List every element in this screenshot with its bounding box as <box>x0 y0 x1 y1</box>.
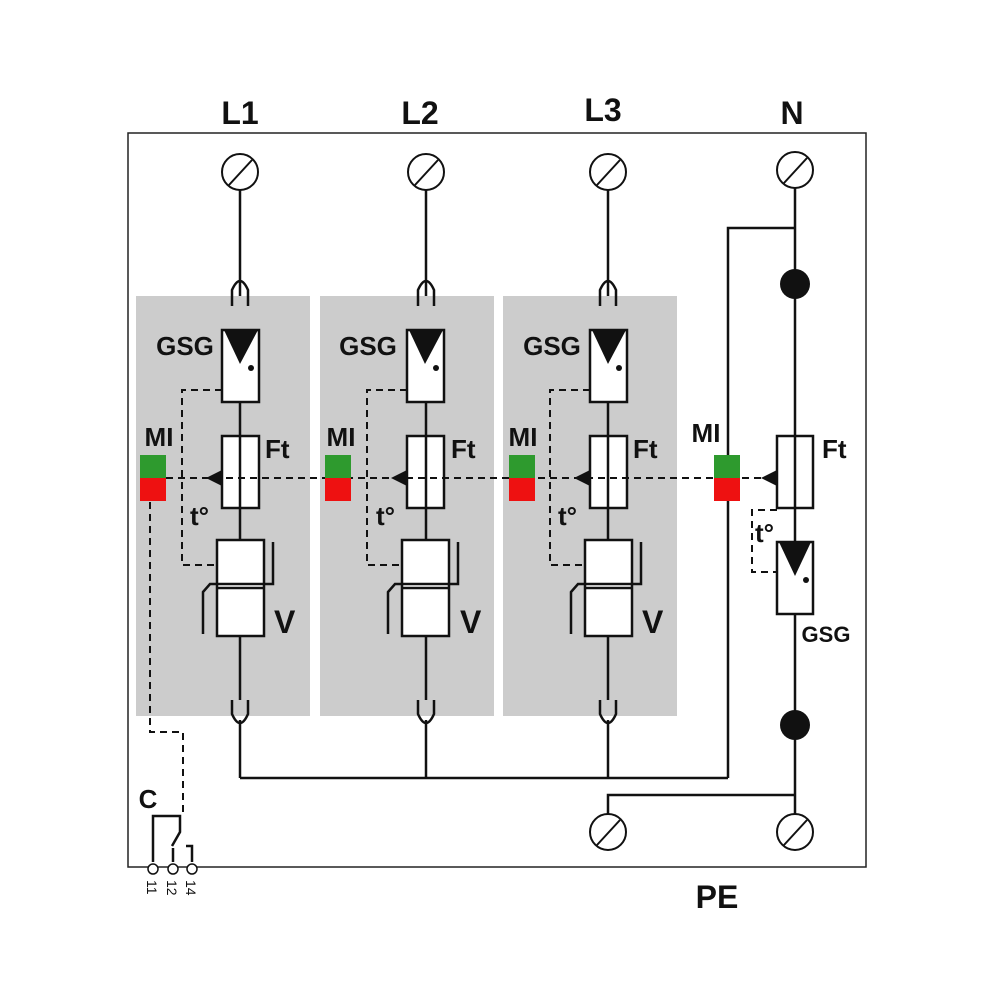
indicator-ok <box>509 455 535 478</box>
varistor-symbol-icon <box>201 542 275 634</box>
mi-label-l2: MI <box>327 422 356 452</box>
pe-terminals <box>589 793 814 851</box>
mi-indicator-l2 <box>325 455 351 501</box>
thermal-label-l1: t° <box>190 501 209 531</box>
terminal-label-pe: PE <box>696 879 739 915</box>
screw-slot-icon <box>596 819 621 846</box>
screw-slot-icon <box>228 159 253 186</box>
mi-label-l3: MI <box>509 422 538 452</box>
remote-contact <box>147 502 198 875</box>
plug-connector-top-icon <box>416 279 436 306</box>
varistor-symbol-icon <box>386 542 460 634</box>
terminal-label-l1: L1 <box>221 95 258 131</box>
thermal-label-l3: t° <box>558 501 577 531</box>
branch-l3 <box>549 153 643 778</box>
thermal-label-n: t° <box>755 518 774 548</box>
plug-connector-top-icon <box>230 279 250 306</box>
indicator-ok <box>325 455 351 478</box>
mi-label-l1: MI <box>145 422 174 452</box>
branch-l1 <box>181 153 275 778</box>
varistor-label-l2: V <box>460 604 482 640</box>
contact-pin-label-12: 12 <box>164 880 180 896</box>
terminal-label-l3: L3 <box>584 92 621 128</box>
varistor-symbol-icon <box>569 542 643 634</box>
gsg-triangle-icon <box>592 330 626 364</box>
plug-connector-top-icon <box>598 279 618 306</box>
screw-slot-icon <box>414 159 439 186</box>
thermal-trip-arrow-icon <box>574 470 590 486</box>
indicator-fault <box>714 478 740 501</box>
mi-indicator-l1 <box>140 455 166 501</box>
gsg-label-l3: GSG <box>523 331 581 361</box>
thermal-label-l2: t° <box>376 501 395 531</box>
mi-label-n: MI <box>692 418 721 448</box>
enclosure-outline <box>127 132 867 868</box>
gsg-label-l1: GSG <box>156 331 214 361</box>
screw-slot-icon <box>783 819 808 846</box>
terminal-label-n: N <box>780 95 803 131</box>
gsg-triangle-icon <box>224 330 258 364</box>
contact-pin-label-14: 14 <box>183 880 199 896</box>
indicator-fault <box>325 478 351 501</box>
mi-indicator-n <box>714 455 740 501</box>
varistor-label-l3: V <box>642 604 664 640</box>
indicator-fault <box>509 478 535 501</box>
contact-pin-label-11: 11 <box>144 880 160 895</box>
terminal-label-l2: L2 <box>401 95 438 131</box>
ft-label-l1: Ft <box>265 434 290 464</box>
mi-indicator-l3 <box>509 455 535 501</box>
ft-label-n: Ft <box>822 434 847 464</box>
ft-label-l2: Ft <box>451 434 476 464</box>
thermal-trip-arrow-icon <box>761 470 777 486</box>
indicator-ok <box>714 455 740 478</box>
ft-label-l3: Ft <box>633 434 658 464</box>
gsg-triangle-icon <box>779 542 811 576</box>
contact-pin-12 <box>167 863 179 875</box>
branch-n <box>726 151 815 815</box>
contact-pin-14 <box>186 863 198 875</box>
junction-dot-top <box>780 269 810 299</box>
screw-slot-icon <box>596 159 621 186</box>
indicator-ok <box>140 455 166 478</box>
gsg-triangle-icon <box>409 330 443 364</box>
contact-pin-11 <box>147 863 159 875</box>
junction-dot-bottom <box>780 710 810 740</box>
varistor-label-l1: V <box>274 604 296 640</box>
contact-label: C <box>139 784 158 814</box>
gsg-label-n: GSG <box>802 622 851 647</box>
indicator-fault <box>140 478 166 501</box>
screw-slot-icon <box>783 157 808 184</box>
branch-l2 <box>366 153 460 778</box>
gsg-label-l2: GSG <box>339 331 397 361</box>
